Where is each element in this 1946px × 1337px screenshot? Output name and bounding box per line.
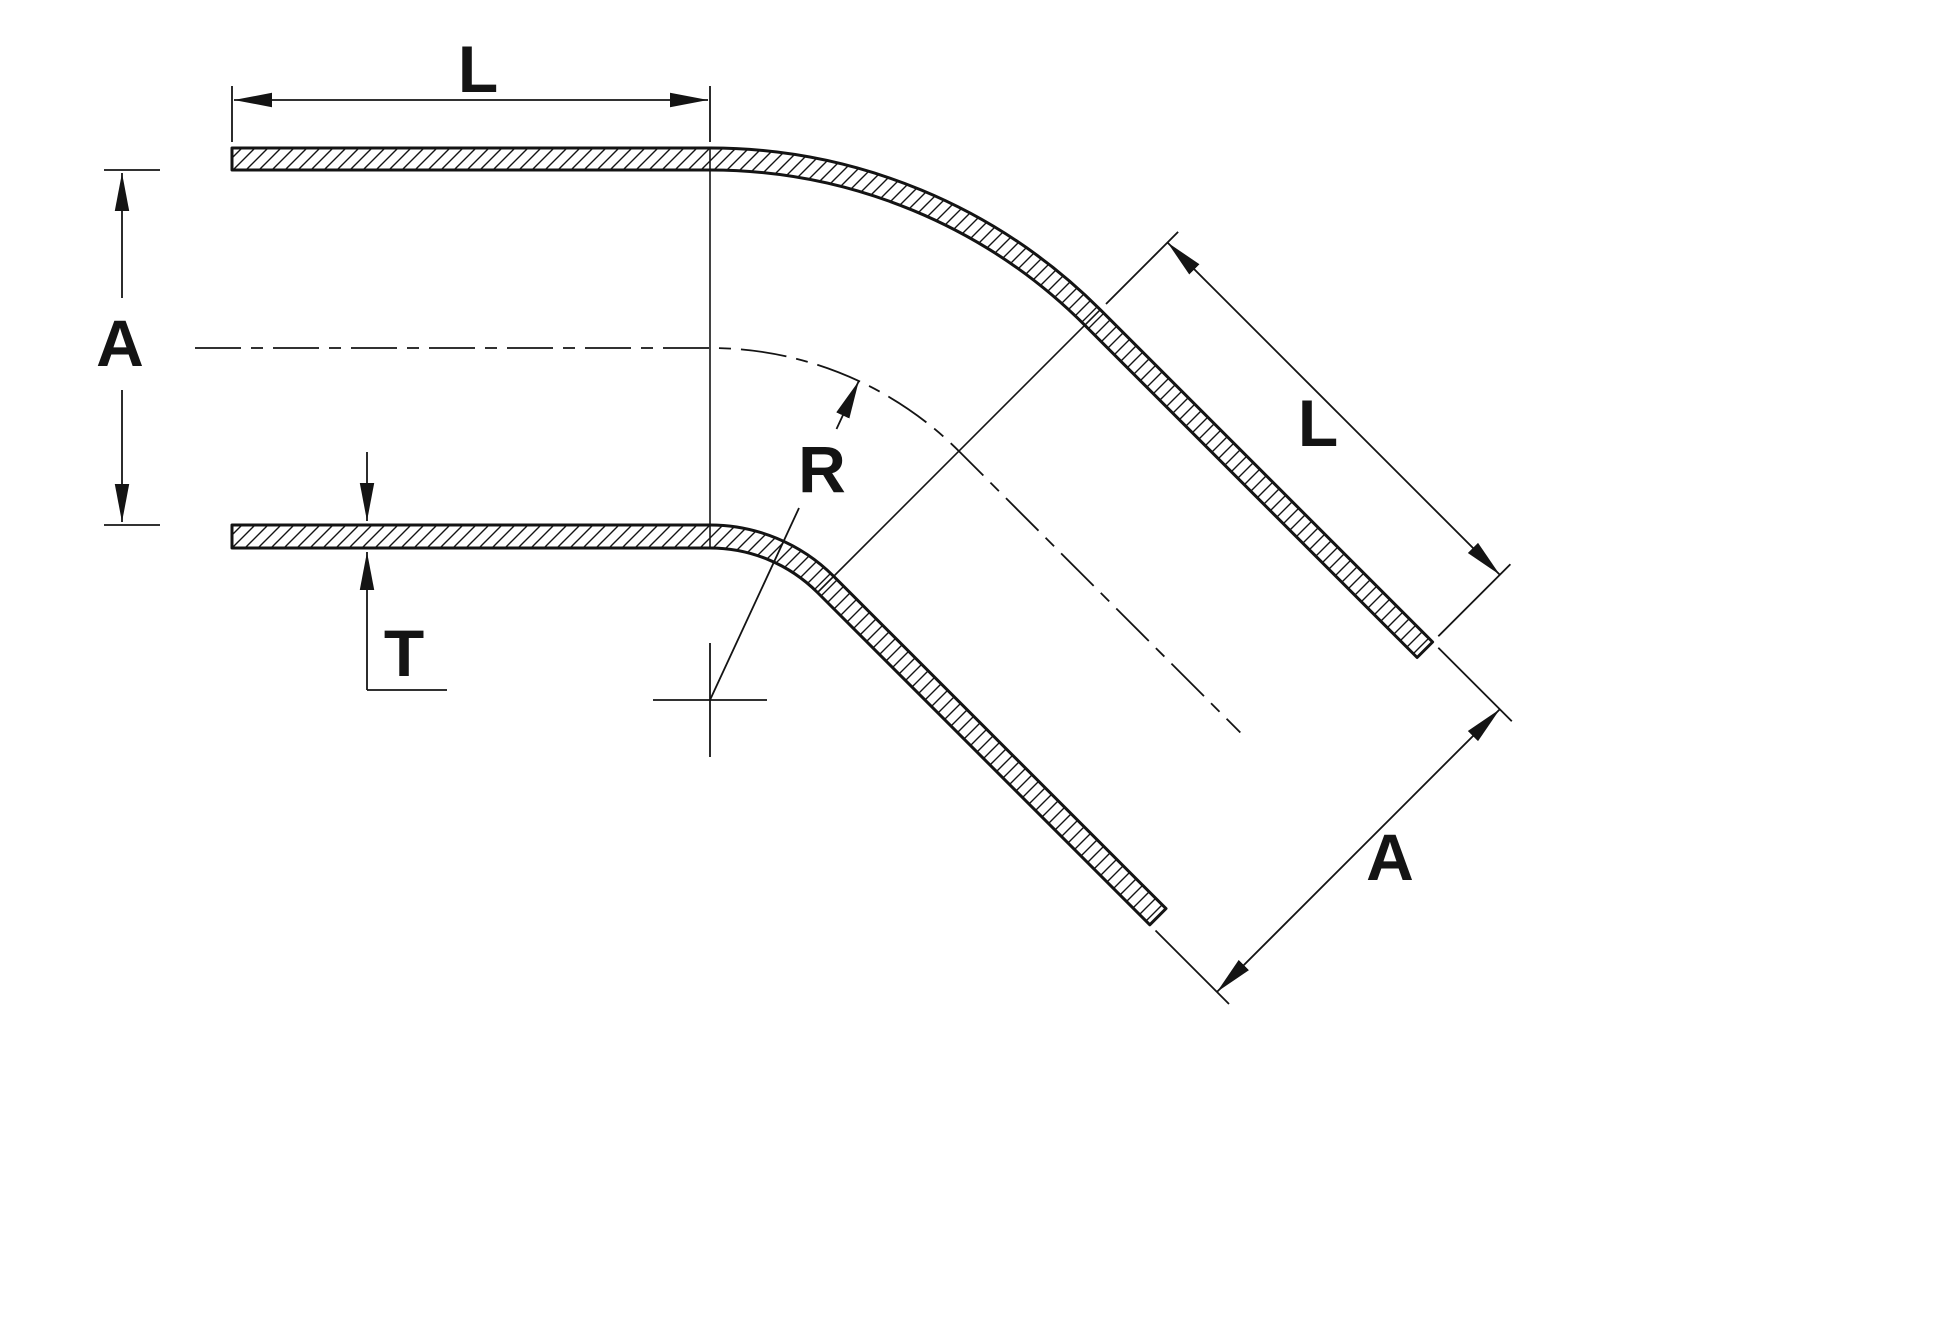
extension-line: [1154, 929, 1230, 1005]
label-left-diameter: A: [96, 306, 144, 380]
tube-bottom-wall: [230, 523, 1168, 927]
dimension-wall-thickness: T: [359, 452, 447, 691]
extension-line: [1105, 231, 1179, 305]
tube-body: [230, 146, 1435, 927]
label-angled-length: L: [1298, 386, 1338, 460]
label-angled-diameter: A: [1366, 820, 1414, 894]
dimension-bend-radius: R: [653, 380, 860, 757]
label-bend-radius: R: [798, 432, 846, 506]
dimension-angled-diameter: A: [1154, 647, 1513, 1005]
radius-line: [709, 507, 800, 701]
radius-arrow-line: [835, 380, 860, 430]
dimension-line: [1166, 241, 1501, 576]
dimension-left-diameter: A: [96, 169, 160, 526]
dimension-line: [1216, 708, 1501, 993]
extension-line: [1437, 647, 1513, 722]
label-wall-thickness: T: [384, 616, 424, 690]
dimension-top-length: L: [231, 32, 711, 142]
centerline: [195, 347, 1241, 734]
label-top-length: L: [458, 32, 498, 106]
dimension-angled-length: L: [1105, 231, 1512, 637]
extension-line: [1437, 563, 1512, 637]
